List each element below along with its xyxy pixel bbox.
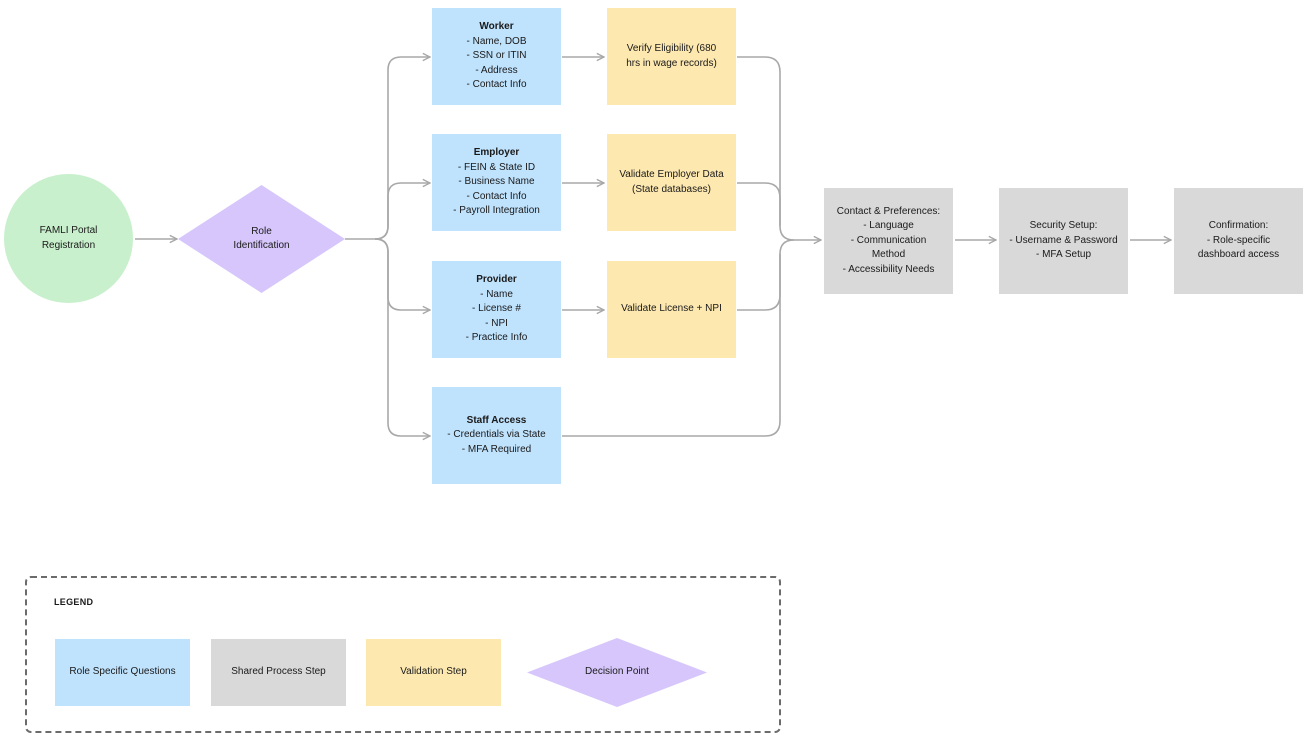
legend-validation-swatch: Validation Step (366, 639, 501, 706)
provider-validation-line-1: Validate License + NPI (621, 303, 722, 315)
connector-worker-validation-to-contact (737, 56, 821, 240)
worker-item: - Address (475, 64, 518, 76)
security-line: - Username & Password (1009, 234, 1118, 246)
employer-title: Employer (473, 147, 520, 159)
confirmation-step: Confirmation: - Role-specific dashboard … (1174, 188, 1303, 294)
legend-validation-label: Validation Step (400, 666, 467, 678)
decision-label-line-1: Role (251, 225, 272, 237)
legend-decision-swatch: Decision Point (527, 638, 707, 707)
legend-box (25, 576, 781, 733)
start-node-label-line-1: FAMLI Portal (39, 225, 98, 236)
employer-item: - Contact Info (466, 190, 527, 202)
legend-shared-step-label: Shared Process Step (231, 666, 326, 678)
worker-item: - Contact Info (466, 79, 527, 91)
provider-item: - NPI (485, 317, 508, 329)
worker-item: - Name, DOB (466, 35, 527, 47)
employer-item: - FEIN & State ID (457, 161, 536, 173)
provider-questions-box: Provider - Name - License # - NPI - Prac… (432, 261, 561, 358)
contact-line: Contact & Preferences: (836, 205, 941, 217)
worker-title: Worker (479, 21, 514, 33)
decision-label-line-2: Identification (233, 240, 290, 251)
decision-diamond-shape (178, 185, 345, 293)
confirmation-line: Confirmation: (1208, 220, 1269, 232)
legend-title: LEGEND (54, 597, 94, 607)
employer-validation-box: Validate Employer Data (State databases) (607, 134, 736, 231)
start-node: FAMLI Portal Registration (4, 174, 133, 303)
provider-item: - Name (480, 288, 513, 300)
connector-staff-to-contact (562, 254, 781, 437)
security-line: - MFA Setup (1035, 249, 1092, 261)
worker-item: - SSN or ITIN (466, 50, 527, 62)
confirmation-line: dashboard access (1197, 249, 1280, 261)
connector-provider-validation-to-contact (737, 239, 795, 311)
employer-item: - Payroll Integration (453, 205, 540, 217)
worker-validation-box: Verify Eligibility (680 hrs in wage reco… (607, 8, 736, 105)
connector-role-to-staff (374, 238, 430, 436)
security-line: Security Setup: (1029, 220, 1098, 232)
legend-decision-diamond-shape (527, 638, 707, 707)
legend-role-specific-label: Role Specific Questions (69, 666, 176, 678)
staff-title: Staff Access (466, 414, 527, 426)
legend-shared-step-swatch: Shared Process Step (211, 639, 346, 706)
connector-employer-validation-to-contact (737, 182, 781, 226)
provider-item: - License # (472, 303, 521, 315)
staff-item: - Credentials via State (447, 429, 546, 441)
security-setup-step: Security Setup: - Username & Password - … (999, 188, 1128, 294)
staff-access-box: Staff Access - Credentials via State - M… (432, 387, 561, 484)
role-identification-decision: Role Identification (178, 185, 345, 293)
provider-title: Provider (476, 274, 517, 286)
provider-validation-box: Validate License + NPI (607, 261, 736, 358)
staff-item: - MFA Required (461, 443, 532, 455)
contact-line: - Accessibility Needs (842, 263, 935, 275)
confirmation-line: - Role-specific (1206, 234, 1271, 246)
contact-preferences-step: Contact & Preferences: - Language - Comm… (824, 188, 953, 294)
contact-line: Method (871, 249, 906, 261)
start-node-label-line-2: Registration (41, 239, 96, 251)
employer-validation-line-1: Validate Employer Data (619, 169, 724, 180)
worker-questions-box: Worker - Name, DOB - SSN or ITIN - Addre… (432, 8, 561, 105)
provider-item: - Practice Info (465, 332, 528, 344)
contact-line: - Communication (850, 234, 927, 246)
connector-role-to-provider (374, 238, 430, 310)
employer-item: - Business Name (458, 176, 535, 188)
legend-role-specific-swatch: Role Specific Questions (55, 639, 190, 706)
legend-decision-label: Decision Point (585, 666, 649, 678)
contact-line: - Language (863, 220, 914, 232)
worker-validation-line-2: hrs in wage records) (626, 57, 717, 69)
connector-role-to-employer (374, 183, 430, 240)
employer-validation-line-2: (State databases) (632, 183, 711, 195)
worker-validation-line-1: Verify Eligibility (680 (626, 43, 717, 54)
employer-questions-box: Employer - FEIN & State ID - Business Na… (432, 134, 561, 231)
